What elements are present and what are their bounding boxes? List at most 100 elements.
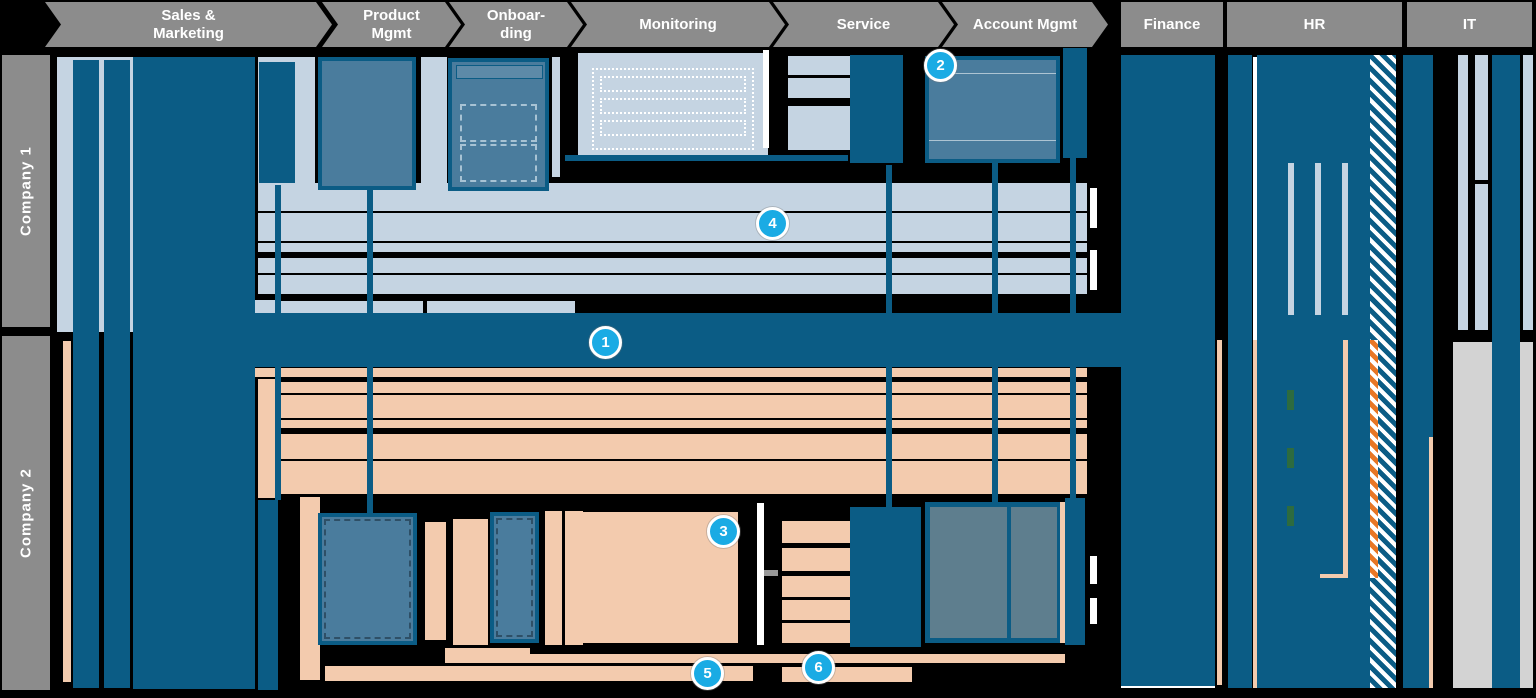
stripe-divider-line	[278, 253, 1087, 257]
it-light-column	[1475, 55, 1488, 180]
hr-application-bar-2	[1257, 55, 1370, 688]
service-bar-1	[788, 56, 850, 75]
horizontal-connector-bar	[565, 155, 848, 161]
monitoring-dotted-row	[600, 98, 746, 114]
account-box-line	[929, 73, 1056, 74]
company2-peach-bar	[565, 511, 583, 645]
hr-green-marker	[1287, 390, 1294, 410]
stripe-light	[258, 275, 1087, 294]
company2-application-bar	[258, 500, 278, 690]
onboarding-background-strip	[552, 57, 560, 177]
gray-arrow-marker	[764, 570, 778, 576]
monitoring-dotted-row	[600, 120, 746, 136]
stripe-peach	[190, 368, 1087, 377]
company2-peach-bar	[545, 511, 562, 645]
stripe-light	[258, 213, 1087, 241]
stripe-divider-line	[278, 378, 1087, 381]
company2-dashed-box-1	[318, 513, 417, 645]
hr-peach-line	[1217, 340, 1222, 685]
account-box-line	[929, 140, 1056, 141]
monitoring-dotted-row	[600, 76, 746, 92]
account-side-bar-company2	[1065, 498, 1085, 645]
process-step-product-mgmt: Product Mgmt	[322, 2, 461, 47]
stripe-peach	[262, 434, 1087, 459]
application-bar-short	[259, 62, 295, 183]
account-mgmt-side-bar	[1063, 48, 1087, 158]
badge-5: 5	[691, 657, 724, 690]
service-step-bar	[782, 576, 850, 597]
peach-divider	[1060, 502, 1065, 643]
department-finance: Finance	[1121, 2, 1223, 47]
scroll-indicator	[763, 50, 769, 148]
lane-label-company-2: Company 2	[2, 336, 50, 690]
hr-divider-white	[1253, 57, 1257, 340]
hr-hatched-band-orange	[1370, 340, 1378, 578]
bottom-bar-long	[530, 654, 1065, 663]
stripe-divider-line	[278, 429, 1087, 433]
it-application-bar-2	[1492, 55, 1520, 688]
hr-inner-peach-line	[1343, 340, 1348, 576]
it-application-bar-1	[1403, 55, 1433, 688]
it-light-column	[1475, 184, 1488, 330]
process-step-sales-marketing: Sales & Marketing	[45, 2, 332, 47]
bottom-bar-badge5	[325, 666, 753, 681]
product-mgmt-box	[318, 57, 416, 190]
stripe-light	[258, 258, 1087, 273]
hr-inner-column	[1288, 163, 1294, 315]
lane-label-company-1: Company 1	[2, 55, 50, 327]
connector-line	[886, 165, 892, 507]
process-step-monitoring: Monitoring	[571, 2, 785, 47]
service-step-bar	[782, 623, 850, 643]
connector-line	[275, 185, 281, 500]
company2-peach-bar	[425, 522, 446, 640]
stripe-peach	[262, 395, 1087, 418]
scroll-indicator	[1090, 556, 1097, 584]
badge-1: 1	[589, 326, 622, 359]
service-bar-3	[788, 106, 850, 150]
application-bar-wide	[133, 57, 255, 689]
company2-peach-bar	[453, 519, 488, 645]
monitoring-dotted-box	[592, 68, 754, 150]
process-step-account-mgmt: Account Mgmt	[942, 2, 1108, 47]
onboarding-dashed-section	[460, 104, 537, 142]
hr-green-marker	[1287, 506, 1294, 526]
scroll-indicator	[757, 503, 764, 645]
connector-line	[1070, 158, 1076, 502]
onboarding-box	[448, 58, 549, 191]
stripe-divider-line	[278, 296, 1087, 300]
badge-3: 3	[707, 515, 740, 548]
department-hr: HR	[1227, 2, 1402, 47]
company2-left-strip	[63, 341, 71, 682]
monitoring-panel	[578, 53, 768, 155]
account-inner-panel	[1011, 507, 1057, 638]
service-step-bar	[782, 521, 850, 543]
stripe-peach	[262, 420, 1087, 428]
department-it: IT	[1407, 2, 1532, 47]
hr-inner-peach-hline	[1320, 574, 1348, 578]
hr-inner-column	[1342, 163, 1348, 315]
company2-strip	[300, 497, 320, 680]
account-mgmt-company2-box	[925, 502, 1062, 643]
stripe-peach	[262, 382, 1087, 393]
it-light-column	[1523, 55, 1533, 330]
scroll-indicator	[1090, 250, 1097, 290]
onboarding-box-header	[456, 65, 543, 79]
it-light-column	[1458, 55, 1468, 330]
stripe-light	[258, 243, 1087, 252]
scroll-indicator	[1090, 188, 1097, 228]
process-step-onboarding: Onboar- ding	[449, 2, 583, 47]
stripe-light-partial	[278, 301, 423, 313]
it-peach-line	[1429, 437, 1433, 688]
account-inner-panel	[930, 507, 1007, 638]
connector-line	[367, 190, 373, 513]
process-step-service: Service	[773, 2, 954, 47]
product-mgmt-background-strip	[421, 57, 447, 193]
finance-application-bar	[1121, 55, 1215, 688]
hr-green-marker	[1287, 448, 1294, 468]
onboarding-dashed-section	[460, 144, 537, 182]
badge-6: 6	[802, 651, 835, 684]
hr-application-bar-1	[1228, 55, 1252, 688]
service-step-bar	[782, 548, 850, 571]
dashed-inner	[324, 519, 411, 639]
